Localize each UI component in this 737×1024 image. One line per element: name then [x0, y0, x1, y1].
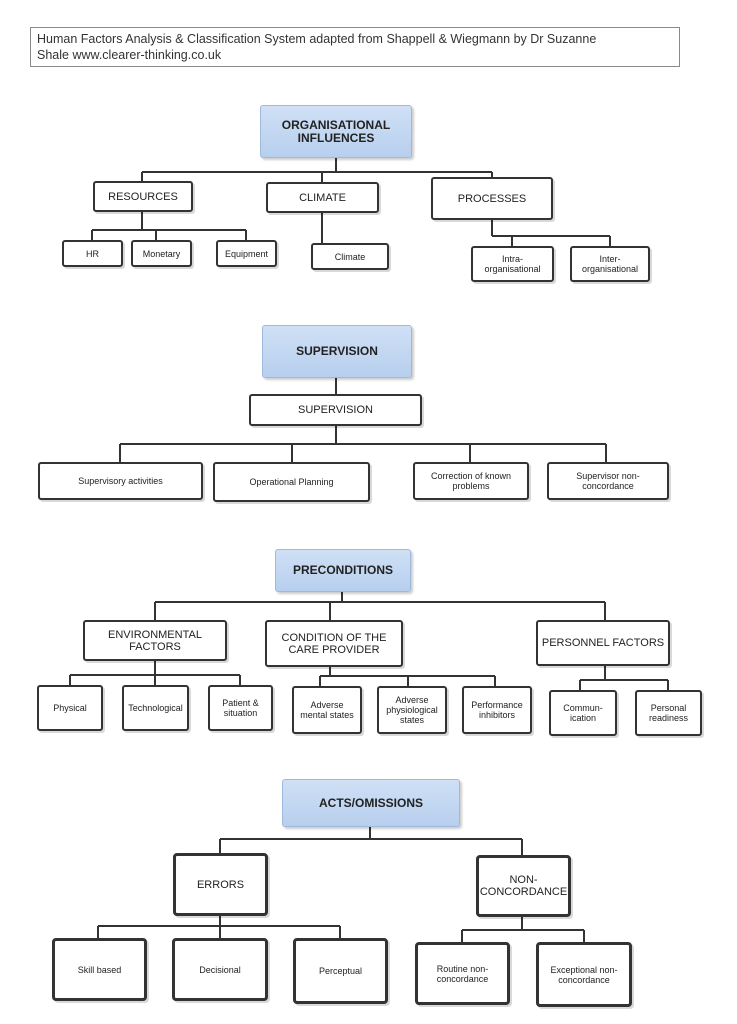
patient-situation-label: Patient & situation: [222, 698, 259, 718]
personal-readiness-label: Personal readiness: [648, 703, 689, 723]
decisional-label: Decisional: [199, 964, 241, 975]
adverse-physiological-states-node: Adverse physiological states: [377, 686, 447, 734]
climate-child-label: Climate: [334, 251, 366, 262]
adverse-mental-states-label: Adverse mental states: [300, 700, 354, 720]
intra-organisational-node: Intra-organisational: [471, 246, 554, 282]
monetary-label: Monetary: [142, 248, 181, 259]
supervisory-activities-label: Supervisory activities: [78, 476, 163, 486]
decisional-node: Decisional: [172, 938, 268, 1001]
perceptual-node: Perceptual: [293, 938, 388, 1004]
environmental-factors-node: ENVIRONMENTAL FACTORS: [83, 620, 227, 661]
preconditions-heading-label: PRECONDITIONS: [292, 563, 393, 577]
equipment-label: Equipment: [224, 248, 269, 259]
physical-node: Physical: [37, 685, 103, 731]
correction-of-known-problems-node: Correction of known problems: [413, 462, 529, 500]
non-concordance-label: NON-CONCORDANCE: [479, 874, 568, 898]
errors-label: ERRORS: [196, 878, 245, 891]
supervision-heading-label: SUPERVISION: [296, 344, 378, 358]
climate-node: CLIMATE: [266, 182, 379, 213]
inter-organisational-label: Inter-organisational: [581, 254, 639, 274]
attribution-header: Human Factors Analysis & Classification …: [30, 27, 680, 67]
climate-label: CLIMATE: [299, 191, 346, 204]
processes-node: PROCESSES: [431, 177, 553, 220]
performance-inhibitors-node: Performance inhibitors: [462, 686, 532, 734]
supervision-heading: SUPERVISION: [262, 325, 412, 378]
adverse-mental-states-node: Adverse mental states: [292, 686, 362, 734]
acts-omissions-heading-label: ACTS/OMISSIONS: [318, 795, 423, 810]
resources-node: RESOURCES: [93, 181, 193, 212]
exceptional-non-concordance-node: Exceptional non-concordance: [536, 942, 632, 1007]
supervisor-non-concordance-node: Supervisor non-concordance: [547, 462, 669, 500]
adverse-physiological-states-label: Adverse physiological states: [386, 695, 438, 725]
routine-non-concordance-label: Routine non-concordance: [436, 963, 489, 984]
correction-of-known-problems-label: Correction of known problems: [430, 471, 512, 491]
technological-label: Technological: [128, 703, 183, 713]
patient-situation-node: Patient & situation: [208, 685, 273, 731]
operational-planning-node: Operational Planning: [213, 462, 370, 502]
personnel-factors-node: PERSONNEL FACTORS: [536, 620, 670, 666]
processes-label: PROCESSES: [457, 192, 527, 205]
condition-of-care-provider-label: CONDITION OF THE CARE PROVIDER: [281, 631, 387, 656]
hr-label: HR: [86, 248, 99, 259]
attribution-line-2: Shale www.clearer-thinking.co.uk: [37, 48, 222, 62]
skill-based-node: Skill based: [52, 938, 147, 1001]
organisational-influences-label: ORGANISATIONAL INFLUENCES: [281, 117, 391, 145]
operational-planning-label: Operational Planning: [249, 477, 334, 487]
preconditions-heading: PRECONDITIONS: [275, 549, 411, 592]
attribution-line-1: Human Factors Analysis & Classification …: [37, 32, 597, 46]
exceptional-non-concordance-label: Exceptional non-concordance: [550, 964, 618, 985]
acts-omissions-heading: ACTS/OMISSIONS: [282, 779, 460, 827]
resources-label: RESOURCES: [108, 190, 178, 203]
environmental-factors-label: ENVIRONMENTAL FACTORS: [108, 628, 202, 653]
technological-node: Technological: [122, 685, 189, 731]
non-concordance-node: NON-CONCORDANCE: [476, 855, 571, 917]
supervisor-non-concordance-label: Supervisor non-concordance: [576, 471, 640, 491]
physical-label: Physical: [53, 703, 87, 713]
personal-readiness-node: Personal readiness: [635, 690, 702, 736]
hr-node: HR: [62, 240, 123, 267]
supervision-node: SUPERVISION: [249, 394, 422, 426]
performance-inhibitors-label: Performance inhibitors: [471, 700, 523, 720]
intra-organisational-label: Intra-organisational: [484, 254, 541, 274]
supervisory-activities-node: Supervisory activities: [38, 462, 203, 500]
organisational-influences-heading: ORGANISATIONAL INFLUENCES: [260, 105, 412, 158]
equipment-node: Equipment: [216, 240, 277, 267]
communication-node: Commun-ication: [549, 690, 617, 736]
communication-label: Commun-ication: [563, 703, 603, 723]
perceptual-label: Perceptual: [318, 966, 363, 976]
supervision-node-label: SUPERVISION: [298, 404, 373, 416]
climate-child-node: Climate: [311, 243, 389, 270]
monetary-node: Monetary: [131, 240, 192, 267]
routine-non-concordance-node: Routine non-concordance: [415, 942, 510, 1005]
skill-based-label: Skill based: [77, 964, 122, 975]
inter-organisational-node: Inter-organisational: [570, 246, 650, 282]
condition-of-care-provider-node: CONDITION OF THE CARE PROVIDER: [265, 620, 403, 667]
errors-node: ERRORS: [173, 853, 268, 916]
personnel-factors-label: PERSONNEL FACTORS: [541, 637, 665, 649]
